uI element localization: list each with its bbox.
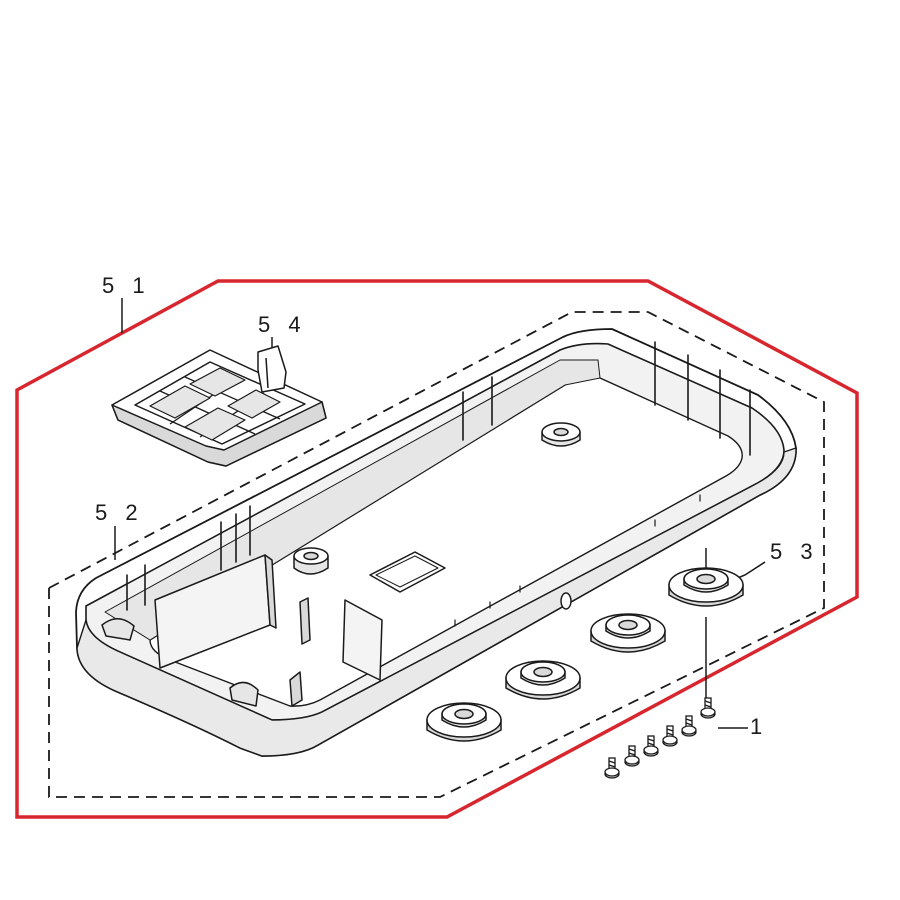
rubber-foot bbox=[668, 567, 744, 607]
rubber-foot bbox=[590, 613, 666, 653]
callout-label-case: 5 2 bbox=[95, 500, 144, 525]
screw bbox=[662, 725, 678, 747]
screw bbox=[700, 697, 716, 719]
screw bbox=[643, 735, 659, 757]
callout-label-assembly: 5 1 bbox=[102, 273, 151, 298]
rubber-foot bbox=[505, 660, 581, 700]
assembly-boundary-outline bbox=[15, 279, 859, 819]
case-tray bbox=[75, 328, 797, 757]
screw bbox=[681, 715, 697, 737]
screw bbox=[624, 745, 640, 767]
rubber-foot bbox=[426, 702, 502, 742]
screw bbox=[604, 757, 620, 779]
callout-label-cover: 5 4 bbox=[258, 312, 307, 337]
rubber-feet bbox=[426, 567, 744, 742]
screws bbox=[604, 697, 716, 779]
case-side-hole bbox=[560, 592, 572, 610]
filter-cover bbox=[111, 345, 327, 467]
case-ribs bbox=[126, 341, 751, 611]
filter-cover-latch bbox=[257, 345, 287, 393]
case-compartment bbox=[101, 554, 383, 707]
case-bosses bbox=[293, 422, 581, 575]
callout-label-screw: 1 bbox=[750, 714, 769, 739]
callout-label-foot: 5 3 bbox=[770, 539, 819, 564]
case-group-dashed-outline bbox=[48, 311, 825, 798]
